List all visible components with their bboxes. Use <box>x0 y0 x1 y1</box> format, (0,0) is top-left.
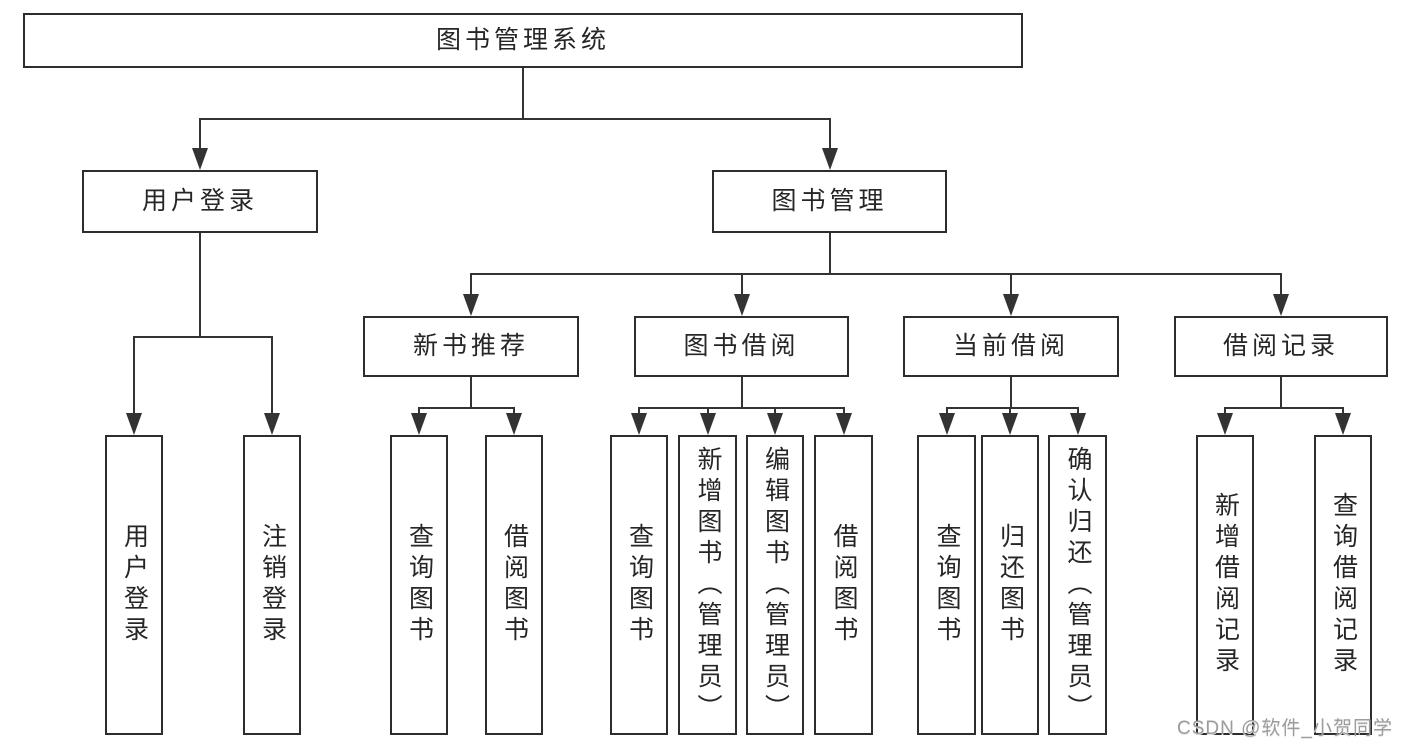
node-user-login-group: 用户登录 <box>82 170 318 233</box>
node-leaf-query-book-2: 查询图书 <box>610 435 668 735</box>
node-label-leaf-query-borrow-record: 查询借阅记录 <box>1329 492 1358 678</box>
node-label-leaf-edit-book: 编辑图书（管理员） <box>761 445 790 725</box>
edge-stem-borrow-records <box>1280 273 1282 296</box>
node-label-book-mgmt: 图书管理 <box>771 187 888 215</box>
edge-trunk-root <box>522 68 524 120</box>
node-label-leaf-borrow-book-1: 借阅图书 <box>500 523 529 647</box>
node-label-root: 图书管理系统 <box>435 26 610 54</box>
edge-stem-leaf-borrow-book-1 <box>513 407 515 415</box>
edge-stem-leaf-return-book <box>1009 407 1011 415</box>
node-label-leaf-confirm-return: 确认归还（管理员） <box>1064 445 1092 725</box>
node-leaf-query-book-1: 查询图书 <box>390 435 448 735</box>
node-label-leaf-borrow-book-2: 借阅图书 <box>830 523 858 647</box>
edge-rail-current-borrow <box>946 407 1079 409</box>
arrowhead-icon-leaf-query-book-2 <box>631 413 647 435</box>
node-label-leaf-user-login: 用户登录 <box>120 523 149 647</box>
arrowhead-icon-book-mgmt <box>822 148 838 170</box>
edge-stem-leaf-query-book-2 <box>638 407 640 415</box>
arrowhead-icon-leaf-query-book-1 <box>411 413 427 435</box>
node-leaf-user-login: 用户登录 <box>105 435 163 735</box>
node-label-new-book-rec: 新书推荐 <box>412 332 529 360</box>
edge-rail-book-borrow <box>638 407 845 409</box>
edge-stem-leaf-add-borrow-record <box>1224 407 1226 415</box>
node-current-borrow: 当前借阅 <box>903 316 1119 377</box>
node-label-leaf-query-book-2: 查询图书 <box>625 523 654 647</box>
arrowhead-icon-leaf-logout <box>264 413 280 435</box>
edge-rail-borrow-records <box>1224 407 1344 409</box>
node-root: 图书管理系统 <box>23 13 1023 68</box>
node-label-leaf-add-borrow-record: 新增借阅记录 <box>1211 492 1240 678</box>
arrowhead-icon-leaf-borrow-book-2 <box>836 413 852 435</box>
edge-stem-book-mgmt <box>829 118 831 150</box>
edge-trunk-current-borrow <box>1010 377 1012 409</box>
arrowhead-icon-leaf-user-login <box>126 413 142 435</box>
node-label-leaf-query-book-1: 查询图书 <box>405 523 434 647</box>
edge-stem-book-borrow <box>741 273 743 296</box>
node-label-leaf-query-book-3: 查询图书 <box>933 523 961 647</box>
edge-rail-user-login-group <box>133 336 273 338</box>
edge-trunk-book-mgmt <box>829 233 831 275</box>
arrowhead-icon-current-borrow <box>1003 294 1019 316</box>
node-leaf-logout: 注销登录 <box>243 435 301 735</box>
arrowhead-icon-leaf-borrow-book-1 <box>506 413 522 435</box>
arrowhead-icon-leaf-return-book <box>1002 413 1018 435</box>
edge-rail-new-book-rec <box>418 407 515 409</box>
node-new-book-rec: 新书推荐 <box>363 316 579 377</box>
node-label-borrow-records: 借阅记录 <box>1222 332 1339 360</box>
edge-stem-leaf-edit-book <box>774 407 776 415</box>
edge-stem-leaf-query-borrow-record <box>1342 407 1344 415</box>
arrowhead-icon-leaf-add-book <box>700 413 716 435</box>
node-leaf-add-book: 新增图书（管理员） <box>678 435 737 735</box>
node-leaf-edit-book: 编辑图书（管理员） <box>746 435 804 735</box>
edge-stem-leaf-add-book <box>707 407 709 415</box>
node-label-user-login-group: 用户登录 <box>141 187 258 215</box>
edge-stem-new-book-rec <box>470 273 472 296</box>
node-leaf-query-borrow-record: 查询借阅记录 <box>1314 435 1372 735</box>
edge-stem-leaf-borrow-book-2 <box>843 407 845 415</box>
node-leaf-borrow-book-2: 借阅图书 <box>814 435 873 735</box>
arrowhead-icon-leaf-edit-book <box>767 413 783 435</box>
edge-stem-leaf-query-book-3 <box>946 407 948 415</box>
node-leaf-confirm-return: 确认归还（管理员） <box>1048 435 1107 735</box>
arrowhead-icon-book-borrow <box>734 294 750 316</box>
node-label-leaf-logout: 注销登录 <box>258 523 287 647</box>
edge-stem-leaf-query-book-1 <box>418 407 420 415</box>
arrowhead-icon-leaf-query-borrow-record <box>1335 413 1351 435</box>
node-borrow-records: 借阅记录 <box>1174 316 1388 377</box>
node-book-mgmt: 图书管理 <box>712 170 947 233</box>
node-leaf-return-book: 归还图书 <box>981 435 1039 735</box>
arrowhead-icon-leaf-add-borrow-record <box>1217 413 1233 435</box>
edge-stem-current-borrow <box>1010 273 1012 296</box>
edge-rail-book-mgmt <box>470 273 1282 275</box>
edge-trunk-borrow-records <box>1280 377 1282 409</box>
node-leaf-query-book-3: 查询图书 <box>917 435 976 735</box>
edge-stem-leaf-confirm-return <box>1077 407 1079 415</box>
arrowhead-icon-user-login-group <box>192 148 208 170</box>
arrowhead-icon-borrow-records <box>1273 294 1289 316</box>
arrowhead-icon-new-book-rec <box>463 294 479 316</box>
node-leaf-borrow-book-1: 借阅图书 <box>485 435 543 735</box>
node-label-book-borrow: 图书借阅 <box>683 332 800 360</box>
csdn-watermark: CSDN @软件_小贺同学 <box>1177 718 1393 739</box>
arrowhead-icon-leaf-query-book-3 <box>939 413 955 435</box>
node-book-borrow: 图书借阅 <box>634 316 849 377</box>
node-label-current-borrow: 当前借阅 <box>952 332 1069 360</box>
node-label-leaf-return-book: 归还图书 <box>996 523 1025 647</box>
edge-trunk-book-borrow <box>741 377 743 409</box>
node-label-leaf-add-book: 新增图书（管理员） <box>694 445 722 725</box>
edge-stem-leaf-user-login <box>133 336 135 415</box>
edge-trunk-new-book-rec <box>470 377 472 409</box>
node-leaf-add-borrow-record: 新增借阅记录 <box>1196 435 1254 735</box>
edge-rail-root <box>199 118 831 120</box>
edge-stem-leaf-logout <box>271 336 273 415</box>
arrowhead-icon-leaf-confirm-return <box>1070 413 1086 435</box>
edge-stem-user-login-group <box>199 118 201 150</box>
edge-trunk-user-login-group <box>199 233 201 338</box>
